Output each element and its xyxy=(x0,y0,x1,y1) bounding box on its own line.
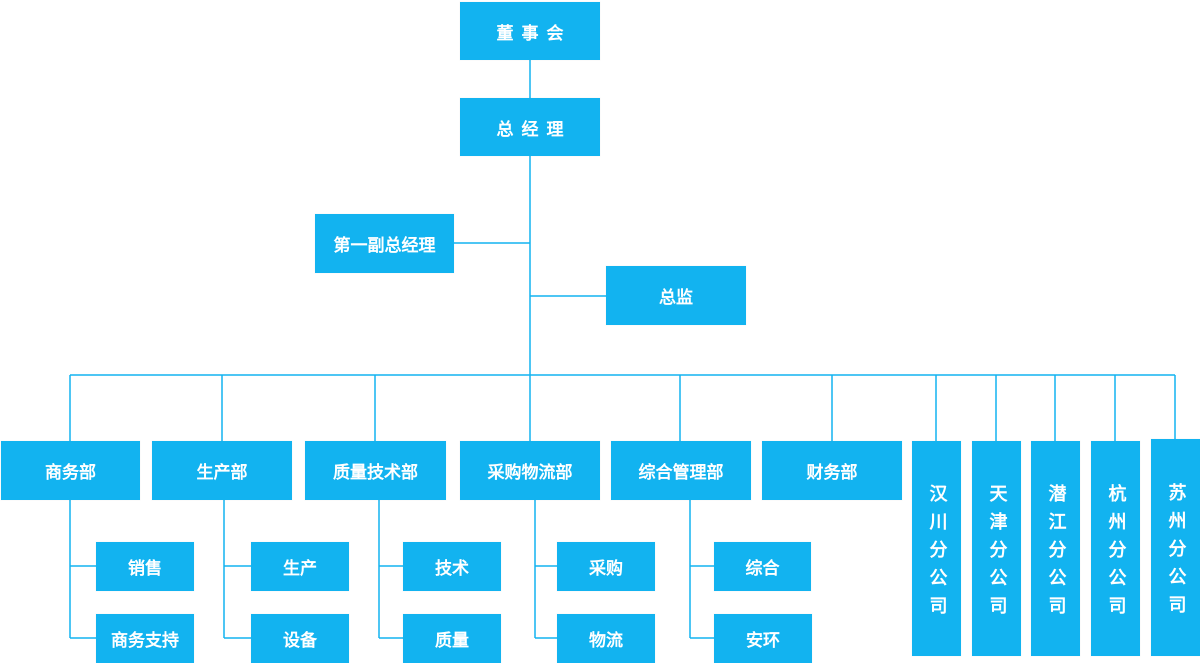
sub-business-support: 商务支持 xyxy=(96,614,194,663)
node-board: 董事会 xyxy=(460,2,600,60)
branch-tianjin: 天津分公司 xyxy=(972,441,1021,656)
branch-hanchuan: 汉川分公司 xyxy=(912,441,961,656)
branch-hangzhou: 杭州分公司 xyxy=(1091,441,1140,656)
node-first-vice-gm: 第一副总经理 xyxy=(315,214,454,273)
branch-suzhou: 苏州分公司 xyxy=(1151,439,1200,656)
sub-sales: 销售 xyxy=(96,542,194,591)
sub-technology: 技术 xyxy=(403,542,501,591)
branch-qianjiang: 潜江分公司 xyxy=(1031,441,1080,656)
sub-safety-environment: 安环 xyxy=(714,614,812,663)
dept-procurement-logistics: 采购物流部 xyxy=(460,441,600,500)
sub-logistics: 物流 xyxy=(557,614,655,663)
sub-procurement: 采购 xyxy=(557,542,655,591)
dept-quality-tech: 质量技术部 xyxy=(305,441,446,500)
dept-general-admin: 综合管理部 xyxy=(611,441,751,500)
node-general-manager: 总经理 xyxy=(460,98,600,156)
dept-business: 商务部 xyxy=(1,441,140,500)
dept-finance: 财务部 xyxy=(762,441,902,500)
node-director: 总监 xyxy=(606,266,746,325)
sub-production: 生产 xyxy=(251,542,349,591)
sub-general: 综合 xyxy=(714,542,811,591)
sub-quality: 质量 xyxy=(403,614,501,663)
sub-equipment: 设备 xyxy=(251,614,349,663)
dept-production: 生产部 xyxy=(152,441,292,500)
